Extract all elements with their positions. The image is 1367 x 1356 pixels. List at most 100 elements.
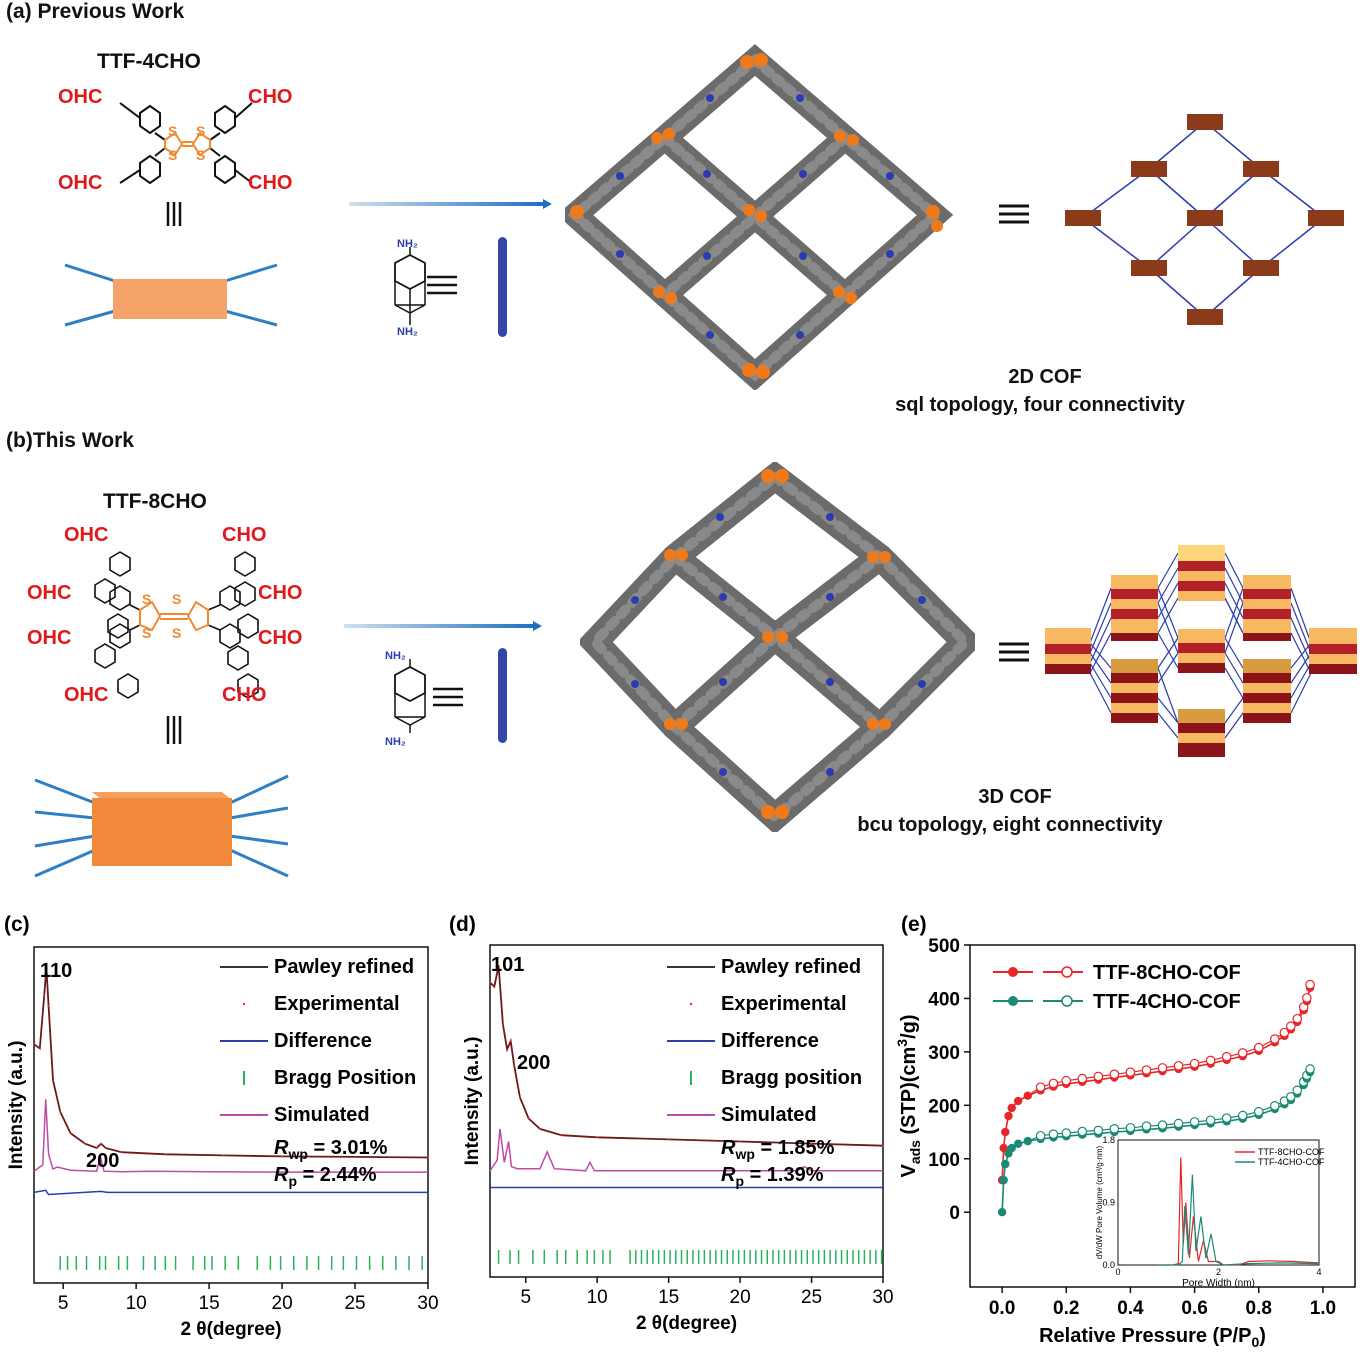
rp-stat: Rp = 2.44% bbox=[274, 1164, 377, 1189]
pda-linker-a: NH₂ NH₂ bbox=[394, 238, 457, 338]
experimental-point bbox=[489, 981, 491, 984]
cho8-label-4: CHO bbox=[258, 582, 303, 604]
caption-b-2: bcu topology, eight connectivity bbox=[857, 814, 1163, 836]
cho8-label-1: OHC bbox=[64, 524, 109, 546]
inset-legend-label: TTF-4CHO-COF bbox=[1258, 1157, 1325, 1167]
desorption-point bbox=[1269, 1101, 1280, 1111]
experimental-point bbox=[43, 994, 46, 997]
inset-y-label: dV/dW Pore Volume (cm³/g·nm) bbox=[1095, 1145, 1104, 1259]
adsorption-point bbox=[1023, 1136, 1032, 1146]
desorption-point bbox=[1061, 1128, 1072, 1138]
reaction-arrow-a bbox=[349, 199, 552, 209]
inset-x-tick-label: 0 bbox=[1115, 1267, 1120, 1277]
x-tick-label: 30 bbox=[417, 1293, 438, 1314]
adsorption-point bbox=[1007, 1103, 1016, 1113]
x-tick-label: 15 bbox=[199, 1293, 220, 1314]
x-tick-label: 0.0 bbox=[989, 1298, 1015, 1319]
sql-net bbox=[1065, 114, 1344, 325]
desorption-point bbox=[1253, 1106, 1264, 1117]
bcu-stack-left bbox=[1045, 628, 1091, 674]
adsorption-point bbox=[999, 1175, 1008, 1185]
series-simulated bbox=[489, 1128, 883, 1172]
desorption-point bbox=[1292, 1085, 1303, 1096]
desorption-point bbox=[1125, 1067, 1136, 1077]
cho-label-2: CHO bbox=[248, 86, 293, 108]
y-tick-label: 100 bbox=[928, 1150, 960, 1171]
desorption-point bbox=[1253, 1042, 1264, 1053]
caption-a-2: sql topology, four connectivity bbox=[895, 394, 1185, 416]
legend-label: Simulated bbox=[274, 1104, 370, 1126]
equiv-a bbox=[999, 204, 1029, 224]
linker-rod-a bbox=[498, 237, 507, 337]
ttf-8cho-structure: SS SS bbox=[94, 551, 259, 699]
desorption-point bbox=[1093, 1125, 1104, 1136]
x-tick-label: 25 bbox=[344, 1293, 365, 1314]
experimental-point bbox=[164, 1153, 167, 1156]
x-tick-label: 30 bbox=[872, 1287, 893, 1308]
svg-text:S: S bbox=[168, 123, 177, 139]
experimental-point bbox=[506, 1048, 509, 1051]
cof-2d-model bbox=[565, 44, 954, 390]
desorption-point bbox=[1157, 1120, 1168, 1130]
inset-y-tick-label: 1.8 bbox=[1102, 1135, 1115, 1145]
experimental-point bbox=[104, 1147, 107, 1149]
experimental-point bbox=[52, 1079, 54, 1082]
svg-text:S: S bbox=[168, 147, 177, 163]
desorption-point bbox=[1189, 1058, 1200, 1069]
experimental-point bbox=[100, 1142, 103, 1145]
inset-x-tick-label: 4 bbox=[1316, 1267, 1321, 1277]
x-tick-label: 0.4 bbox=[1117, 1298, 1144, 1319]
experimental-point bbox=[222, 1154, 225, 1157]
experimental-point bbox=[69, 1132, 72, 1135]
peak-label: 101 bbox=[491, 954, 524, 976]
desorption-point bbox=[1141, 1065, 1152, 1075]
rwp-stat: Rwp = 3.01% bbox=[274, 1137, 388, 1162]
legend-marker bbox=[242, 1002, 246, 1006]
cho-label-3: OHC bbox=[58, 172, 103, 194]
panel-b-label: (b)This Work bbox=[6, 429, 134, 452]
legend-marker-filled bbox=[1008, 996, 1018, 1006]
desorption-point bbox=[1221, 1051, 1232, 1062]
legend-label: Simulated bbox=[721, 1104, 817, 1126]
panel-tag: (e) bbox=[901, 913, 927, 936]
svg-text:S: S bbox=[196, 123, 205, 139]
inset-series-ttf-8cho-cof bbox=[1158, 1157, 1320, 1266]
linker-rod-b bbox=[498, 648, 507, 743]
plot-frame bbox=[489, 944, 884, 1278]
svg-text:S: S bbox=[172, 591, 181, 607]
experimental-point bbox=[882, 1144, 884, 1147]
desorption-point bbox=[1292, 1013, 1303, 1024]
experimental-point bbox=[739, 1140, 741, 1143]
x-tick-label: 0.8 bbox=[1246, 1298, 1272, 1319]
experimental-point bbox=[84, 1142, 86, 1145]
caption-a-1: 2D COF bbox=[1008, 366, 1082, 388]
x-tick-label: 10 bbox=[126, 1293, 147, 1314]
experimental-point bbox=[120, 1151, 123, 1154]
x-tick-label: 0.2 bbox=[1053, 1298, 1079, 1319]
cho-label-1: OHC bbox=[58, 86, 103, 108]
svg-text:S: S bbox=[172, 625, 181, 641]
panel-a-label: (a) Previous Work bbox=[6, 0, 185, 23]
desorption-point bbox=[1048, 1078, 1059, 1089]
experimental-point bbox=[354, 1155, 356, 1158]
experimental-point bbox=[560, 1134, 563, 1137]
panel-tag: (c) bbox=[4, 913, 30, 936]
experimental-point bbox=[493, 985, 496, 988]
peak-label: 200 bbox=[517, 1052, 550, 1074]
desorption-point bbox=[1093, 1071, 1104, 1082]
y-axis-label: Vads (STP)(cm3/g) bbox=[895, 1014, 923, 1177]
experimental-point bbox=[47, 1005, 50, 1008]
legend-label: Experimental bbox=[721, 993, 847, 1015]
cho8-label-8: CHO bbox=[222, 684, 267, 706]
experimental-point bbox=[59, 1111, 62, 1113]
inset-y-tick-label: 0.9 bbox=[1102, 1198, 1115, 1208]
adsorption-point bbox=[1001, 1127, 1010, 1137]
experimental-point bbox=[667, 1138, 670, 1141]
peak-label: 110 bbox=[40, 960, 72, 982]
legend-label: TTF-8CHO-COF bbox=[1093, 962, 1241, 984]
rp-stat: Rp = 1.39% bbox=[721, 1164, 824, 1189]
experimental-point bbox=[38, 1047, 41, 1050]
experimental-point bbox=[513, 1065, 516, 1068]
x-tick-label: 5 bbox=[58, 1293, 69, 1314]
y-tick-label: 200 bbox=[928, 1096, 960, 1117]
